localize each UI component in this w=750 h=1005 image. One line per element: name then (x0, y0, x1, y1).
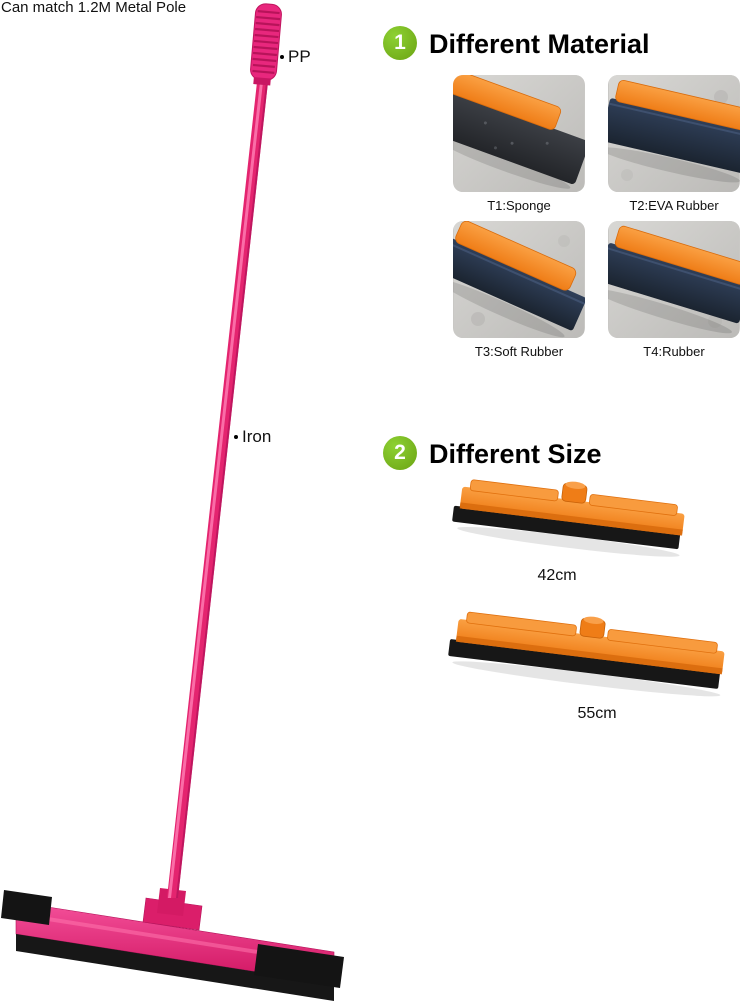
material-caption-t1: T1:Sponge (487, 198, 551, 213)
section-2-badge: 2 (383, 436, 417, 470)
section-1-title: Different Material (429, 29, 650, 59)
material-caption-t2: T2:EVA Rubber (629, 198, 719, 213)
pole-material-text: Iron (242, 427, 272, 446)
squeegee-head (1, 888, 344, 1001)
material-figure-t3: T3:Soft Rubber (453, 221, 585, 359)
mop-pole (167, 82, 268, 898)
material-figure-t1: T1:Sponge (453, 75, 585, 213)
bullet-dot (234, 435, 238, 439)
size-caption-42cm: 42cm (537, 567, 577, 584)
section-1-badge: 1 (383, 26, 417, 60)
material-photo-t1 (453, 75, 585, 192)
pink-squeegee-mop-image (1, 3, 344, 1001)
grip-material-text: PP (288, 47, 311, 66)
pole-material-label: Iron (234, 427, 271, 447)
size-photo-55cm (448, 611, 725, 697)
size-caption-55cm: 55cm (577, 705, 617, 722)
mop-grip (250, 3, 282, 86)
top-note: Can match 1.2M Metal Pole (1, 0, 187, 16)
section-2-title: Different Size (429, 439, 602, 469)
material-caption-t4: T4:Rubber (643, 344, 705, 359)
material-caption-t3: T3:Soft Rubber (474, 344, 564, 359)
size-figure-42cm: 42cm (451, 479, 691, 585)
size-figure-55cm: 55cm (447, 611, 747, 723)
grip-material-label: PP (280, 47, 311, 67)
bullet-dot (280, 55, 284, 59)
material-figure-t2: T2:EVA Rubber (608, 75, 740, 213)
material-photo-t3 (453, 221, 585, 338)
size-photo-42cm (452, 479, 685, 557)
material-photo-t2 (608, 75, 740, 192)
material-figure-t4: T4:Rubber (608, 221, 740, 359)
material-photo-t4 (608, 221, 740, 338)
